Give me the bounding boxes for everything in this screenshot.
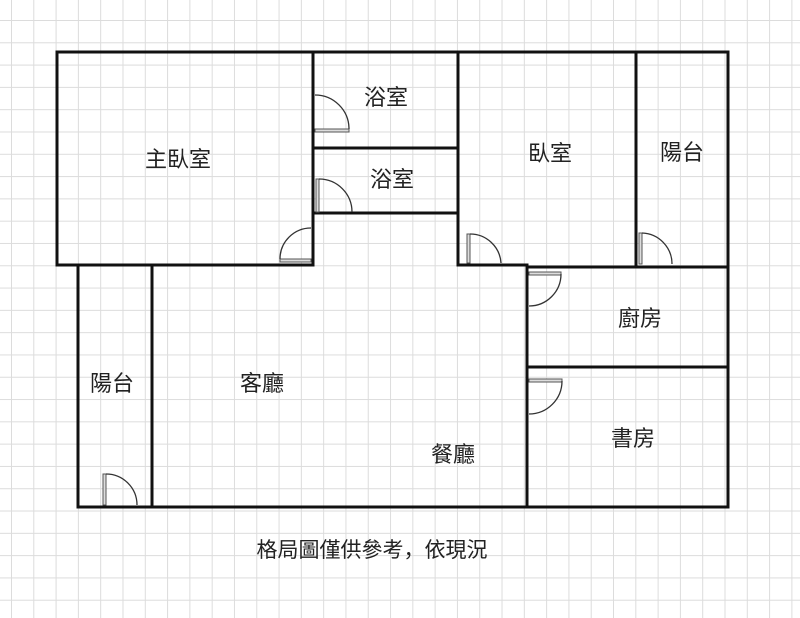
door-study — [528, 378, 563, 415]
door-swing-arc — [528, 380, 563, 415]
door-leaf — [314, 128, 350, 133]
door-swing-arc — [641, 232, 673, 265]
door-master-bedroom — [279, 227, 312, 263]
door-bath-1 — [314, 94, 350, 133]
label-bathroom-2: 浴室 — [370, 168, 414, 193]
door-swing-arc — [528, 273, 562, 307]
master-bedroom-wall — [55, 50, 315, 267]
door-leaf — [102, 473, 107, 506]
door-bedroom — [466, 233, 502, 264]
door-swing-arc — [279, 227, 312, 260]
door-swing-arc — [314, 94, 350, 130]
label-bathroom-1: 浴室 — [364, 86, 408, 111]
label-living-room: 客廳 — [240, 372, 284, 397]
door-leaf — [279, 258, 312, 263]
walls — [55, 50, 730, 509]
doors — [102, 94, 673, 506]
door-kitchen — [528, 271, 562, 307]
label-bedroom: 臥室 — [528, 142, 572, 167]
door-swing-arc — [318, 178, 353, 213]
door-bath-2 — [315, 178, 353, 213]
disclaimer-caption: 格局圖僅供參考，依現況 — [257, 538, 488, 562]
door-leaf — [528, 378, 563, 383]
door-balcony-left — [102, 473, 138, 506]
bedroom-wall — [456, 50, 529, 509]
door-swing-arc — [105, 473, 138, 506]
label-dining-room: 餐廳 — [431, 443, 475, 468]
door-leaf — [315, 178, 320, 213]
label-master-bedroom: 主臥室 — [145, 148, 211, 173]
label-study: 書房 — [611, 427, 655, 452]
door-leaf — [638, 232, 643, 265]
label-kitchen: 廚房 — [618, 307, 662, 332]
room-labels: 主臥室 浴室 浴室 臥室 陽台 陽台 客廳 餐廳 廚房 書房 — [90, 86, 704, 468]
door-balcony-right — [638, 232, 673, 265]
label-balcony-right: 陽台 — [660, 141, 704, 166]
door-leaf — [466, 233, 471, 264]
door-swing-arc — [469, 233, 502, 264]
door-leaf — [528, 271, 562, 276]
label-balcony-left: 陽台 — [90, 372, 134, 397]
